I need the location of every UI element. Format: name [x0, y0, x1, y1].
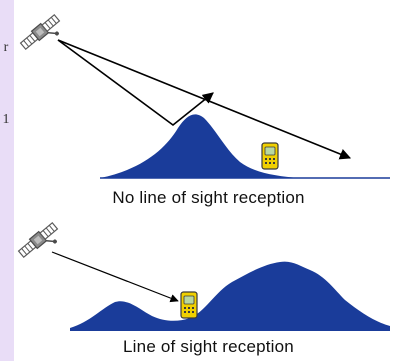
- gps-receiver-icon: [180, 291, 198, 319]
- blocked-signal-path: [57, 39, 214, 127]
- mountain-terrain: [70, 261, 390, 331]
- passing-signal-path: [57, 39, 352, 160]
- gps-receiver-icon: [261, 142, 279, 170]
- caption-line-of-sight: Line of sight reception: [123, 337, 294, 356]
- direct-signal-path: [51, 251, 179, 303]
- left-margin-mark-r: r: [3, 40, 9, 55]
- mountain-terrain: [100, 114, 300, 178]
- top-scene: [18, 12, 390, 179]
- satellite-icon: [18, 12, 67, 58]
- caption-no-line-of-sight: No line of sight reception: [112, 188, 305, 207]
- satellite-icon: [16, 220, 65, 266]
- left-margin-mark-1: 1: [2, 112, 10, 127]
- bottom-scene: [16, 220, 390, 331]
